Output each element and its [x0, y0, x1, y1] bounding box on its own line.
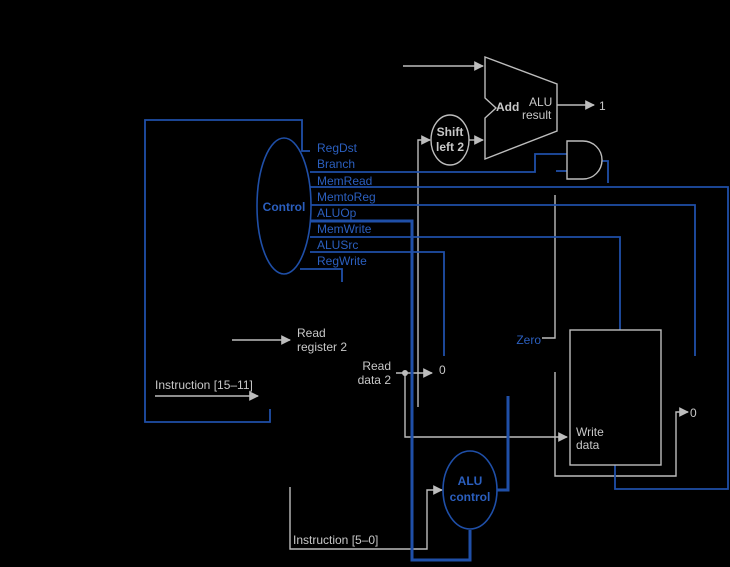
signal-memwrite: MemWrite: [317, 222, 372, 236]
and-gate: [566, 140, 603, 180]
aluop-wire: [310, 219, 472, 562]
regdst-wire: [144, 119, 310, 423]
memtoreg-wire: [310, 204, 696, 356]
alusrc-wire: [310, 251, 445, 356]
regwrite-wire: [300, 268, 343, 282]
datapath-wires: [155, 61, 689, 550]
adder-label: Add: [496, 100, 519, 114]
instruction-5-0-wire: [289, 485, 443, 550]
memory-read-data-wire: [554, 372, 689, 477]
alu-control-shape: [442, 450, 498, 530]
memwrite-wire: [310, 236, 621, 330]
alu-control-label-1: ALU: [458, 474, 483, 488]
shift-left-shape: [430, 114, 470, 166]
read-data-2-label-2: data 2: [358, 373, 392, 387]
read-data-2-label-1: Read: [362, 359, 391, 373]
adder-result-label-2: result: [522, 108, 552, 122]
instruction-5-0-label: Instruction [5–0]: [293, 533, 378, 547]
write-data-label-2: data: [576, 438, 600, 452]
zero-label: Zero: [516, 333, 541, 347]
control-label: Control: [263, 200, 306, 214]
mux-one-label: 1: [599, 99, 606, 113]
signal-regdst: RegDst: [317, 141, 358, 155]
signal-branch: Branch: [317, 157, 355, 171]
control-wires: [144, 119, 729, 562]
alu-control-output-wire: [497, 396, 510, 492]
mux-zero-middle-label: 0: [439, 363, 446, 377]
control-shape: [256, 137, 312, 275]
alu-control-label-2: control: [450, 490, 491, 504]
control-unit: Control: [256, 137, 312, 275]
mux-zero-right-label: 0: [690, 406, 697, 420]
memread-wire: [310, 186, 729, 490]
shift-left-unit: Shift left 2: [430, 114, 470, 166]
shift-left-label-2: left 2: [436, 140, 464, 154]
read-register-2-label-2: register 2: [297, 340, 347, 354]
shift-left-label-1: Shift: [437, 125, 464, 139]
branch-wire: [310, 153, 567, 173]
signal-memtoreg: MemtoReg: [317, 190, 376, 204]
instruction-15-11-label: Instruction [15–11]: [155, 378, 253, 392]
zero-wire: [542, 195, 556, 339]
adder-shape: [484, 55, 558, 161]
signal-memread: MemRead: [317, 174, 372, 188]
adder-result-label-1: ALU: [529, 95, 552, 109]
adder-unit: Add ALU result: [484, 55, 558, 161]
signal-aluop: ALUOp: [317, 206, 357, 220]
signal-alusrc: ALUSrc: [317, 238, 358, 252]
shift-input-wire: [417, 135, 431, 407]
control-signal-labels: RegDst Branch MemRead MemtoReg ALUOp Mem…: [317, 141, 376, 268]
read-register-2-label-1: Read: [297, 326, 326, 340]
write-data-wire: [404, 373, 568, 442]
data-memory-box: [569, 329, 662, 466]
write-data-label-1: Write: [576, 425, 604, 439]
signal-regwrite: RegWrite: [317, 254, 367, 268]
alu-control-unit: ALU control: [442, 450, 498, 530]
